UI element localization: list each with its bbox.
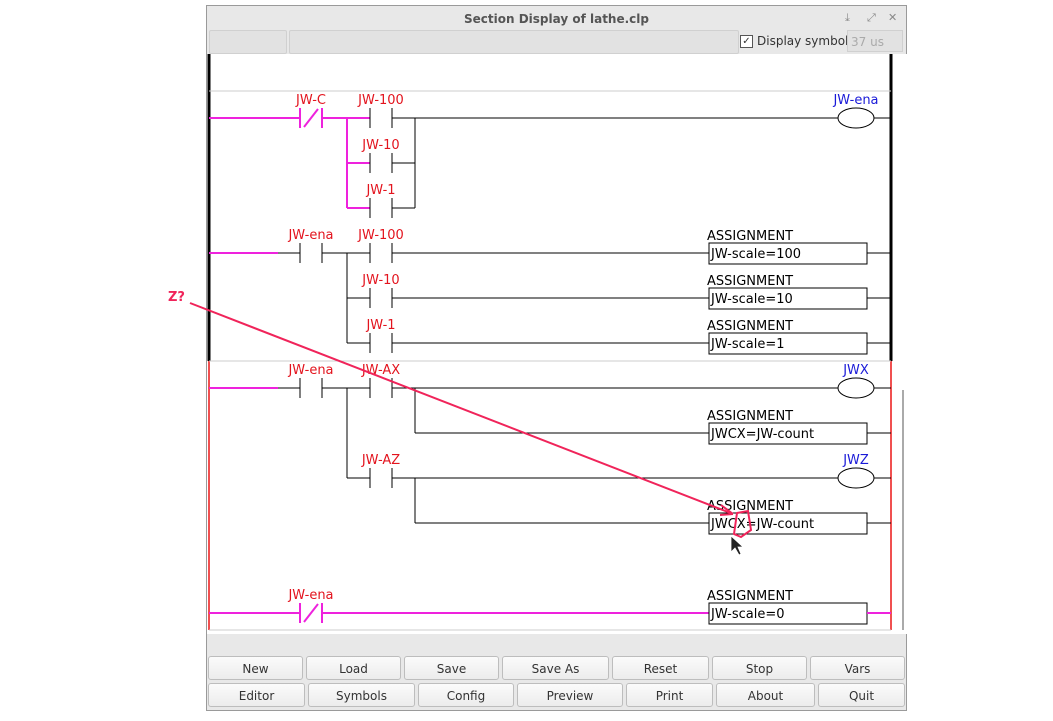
contact-label: JW-ena [287,363,333,378]
status-field-1 [209,30,287,54]
stop-button[interactable]: Stop [712,656,807,680]
contact-label: JW-ena [287,228,333,243]
contact-label: JW-100 [357,93,404,108]
nc-slash [303,108,319,128]
window-title: Section Display of lathe.clp [463,12,649,26]
assignment-expression: JWCX=JW-count [710,427,814,442]
coil [837,467,875,489]
config-button[interactable]: Config [418,683,514,707]
coil-label: JW-ena [832,93,878,108]
quit-button[interactable]: Quit [818,683,905,707]
assignment-expression: JWCX=JW-count [710,517,814,532]
section-display-window: Section Display of lathe.clp ⤓ ⤢ ✕ ✓ Disp… [206,5,907,711]
assignment-title: ASSIGNMENT [707,274,793,289]
assignment-expression: JW-scale=10 [710,292,793,307]
assignment-expression: JW-scale=100 [710,247,801,262]
cycle-time-readout: 37 us [847,30,903,52]
display-symbols-checkbox[interactable]: ✓ Display symbols [740,34,855,48]
contact-label: JW-AX [361,363,400,378]
symbols-button[interactable]: Symbols [308,683,415,707]
assignment-title: ASSIGNMENT [707,229,793,244]
coil-label: JWX [842,363,869,378]
nc-slash [303,603,319,623]
vars-button[interactable]: Vars [810,656,905,680]
contact-label: JW-ena [287,588,333,603]
contact-label: JW-100 [357,228,404,243]
assignment-title: ASSIGNMENT [707,589,793,604]
assignment-title: ASSIGNMENT [707,409,793,424]
checkbox-checked-icon: ✓ [740,34,753,48]
load-button[interactable]: Load [306,656,401,680]
assignment-expression: JW-scale=0 [710,607,785,622]
about-button[interactable]: About [716,683,815,707]
assignment-expression: JW-scale=1 [710,337,785,352]
contact-label: JW-1 [365,318,395,333]
contact-label: JW-10 [361,138,399,153]
arrowhead-icon [719,504,734,516]
coil [837,377,875,399]
save-as-button[interactable]: Save As [502,656,609,680]
annotation-text: Z? [168,290,185,305]
status-field-2 [289,30,739,54]
minimize-icon[interactable]: ⤓ [845,11,850,24]
coil [837,107,875,129]
contact-label: JW-1 [365,183,395,198]
coil-label: JWZ [842,453,869,468]
print-button[interactable]: Print [626,683,713,707]
contact-label: JW-10 [361,273,399,288]
mouse-cursor-icon [730,535,745,556]
reset-button[interactable]: Reset [612,656,709,680]
assignment-title: ASSIGNMENT [707,499,793,514]
annotation-arrow [189,302,734,515]
display-symbols-label: Display symbols [757,34,855,48]
preview-button[interactable]: Preview [517,683,623,707]
maximize-icon[interactable]: ⤢ [867,11,876,24]
assignment-title: ASSIGNMENT [707,319,793,334]
close-icon[interactable]: ✕ [888,11,898,24]
contact-label: JW-C [295,93,326,108]
save-button[interactable]: Save [404,656,499,680]
annotation-circle [732,509,753,539]
new-button[interactable]: New [208,656,303,680]
contact-label: JW-AZ [361,453,400,468]
editor-button[interactable]: Editor [208,683,305,707]
